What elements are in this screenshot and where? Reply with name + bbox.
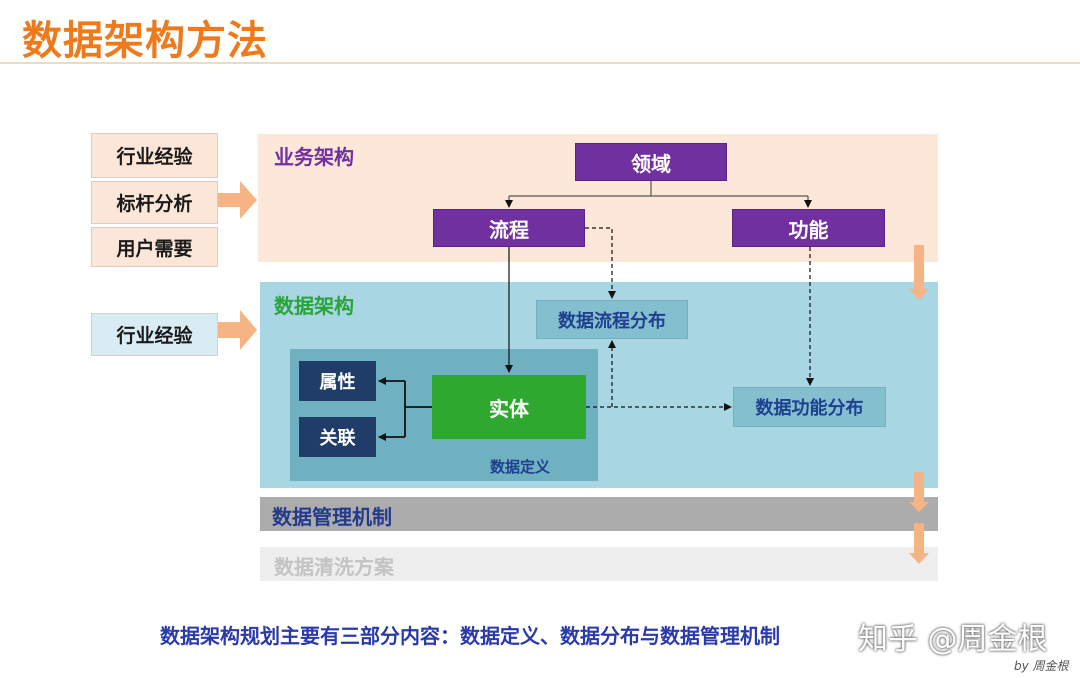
- summary-text: 数据架构规划主要有三部分内容：数据定义、数据分布与数据管理机制: [160, 624, 780, 648]
- watermark: 知乎 @周金根: [858, 622, 1048, 657]
- input-arrow-business: [218, 181, 257, 219]
- function-box: 功能: [732, 209, 885, 247]
- input-industry-experience: 行业经验: [91, 133, 218, 178]
- data-process-distribution-box: 数据流程分布: [536, 300, 688, 339]
- domain-box: 领域: [575, 143, 727, 181]
- data-architecture-label: 数据架构: [274, 294, 354, 318]
- data-cleaning-label: 数据清洗方案: [274, 555, 394, 579]
- process-to-distribution: [585, 227, 616, 299]
- business-architecture-label: 业务架构: [274, 145, 354, 169]
- process-box: 流程: [433, 209, 585, 247]
- input-industry-experience-data: 行业经验: [91, 313, 218, 356]
- down-arrow-3: [909, 523, 929, 564]
- title-divider: [0, 62, 1080, 64]
- input-benchmark-analysis: 标杆分析: [91, 181, 218, 224]
- data-management-band: [260, 497, 938, 531]
- down-arrow-1: [909, 245, 929, 300]
- input-arrow-data: [218, 310, 257, 350]
- entity-box: 实体: [432, 375, 586, 439]
- data-definition-label: 数据定义: [490, 458, 551, 476]
- data-function-distribution-box: 数据功能分布: [733, 387, 886, 427]
- data-cleaning-band: [260, 547, 938, 581]
- relation-box: 关联: [299, 417, 376, 457]
- author-byline: by 周金根: [1014, 659, 1069, 673]
- data-management-label: 数据管理机制: [272, 505, 392, 529]
- input-user-needs: 用户需要: [91, 227, 218, 267]
- attribute-box: 属性: [299, 361, 376, 401]
- page-title: 数据架构方法: [22, 18, 268, 64]
- down-arrow-2: [909, 472, 929, 512]
